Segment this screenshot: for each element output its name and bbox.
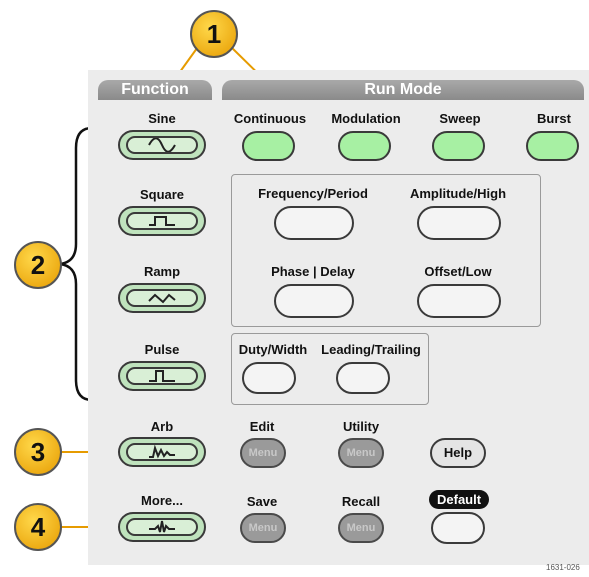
parameter-group: [231, 174, 541, 327]
figure-id: 1631-026: [546, 563, 580, 572]
modulation-label: Modulation: [331, 111, 401, 126]
offset-low-button[interactable]: [417, 284, 501, 318]
ramp-wave-icon: [148, 293, 176, 304]
edit-label: Edit: [249, 419, 275, 434]
frequency-period-button[interactable]: [274, 206, 354, 240]
more-waveforms-icon: [149, 520, 175, 533]
utility-menu-button[interactable]: Menu: [338, 438, 384, 468]
default-label: Default: [429, 490, 490, 509]
more-label: More...: [141, 493, 183, 508]
callout-2: 2: [14, 241, 62, 289]
save-label: Save: [246, 494, 278, 509]
function-header: Function: [98, 80, 212, 100]
square-wave-icon: [149, 216, 175, 226]
continuous-label: Continuous: [233, 111, 307, 126]
pulse-button[interactable]: [118, 361, 206, 391]
save-menu-button[interactable]: Menu: [240, 513, 286, 543]
leading-trailing-label: Leading/Trailing: [321, 342, 421, 357]
leading-trailing-button[interactable]: [336, 362, 390, 394]
pulse-parameter-group: [231, 333, 429, 405]
recall-label: Recall: [341, 494, 381, 509]
default-button[interactable]: [431, 512, 485, 544]
amplitude-high-button[interactable]: [417, 206, 501, 240]
arb-button[interactable]: [118, 437, 206, 467]
arbitrary-wave-icon: [149, 445, 175, 459]
recall-menu-button[interactable]: Menu: [338, 513, 384, 543]
pulse-wave-icon: [149, 370, 175, 382]
ramp-button[interactable]: [118, 283, 206, 313]
continuous-button[interactable]: [242, 131, 295, 161]
edit-menu-button[interactable]: Menu: [240, 438, 286, 468]
help-button[interactable]: Help: [430, 438, 486, 468]
callout-3: 3: [14, 428, 62, 476]
offset-low-label: Offset/Low: [424, 264, 492, 279]
sweep-label: Sweep: [439, 111, 481, 126]
duty-width-label: Duty/Width: [238, 342, 308, 357]
square-button[interactable]: [118, 206, 206, 236]
burst-button[interactable]: [526, 131, 579, 161]
amplitude-high-label: Amplitude/High: [409, 186, 507, 201]
phase-delay-label: Phase | Delay: [271, 264, 355, 279]
duty-width-button[interactable]: [242, 362, 296, 394]
sine-wave-icon: [148, 138, 176, 152]
sine-button[interactable]: [118, 130, 206, 160]
utility-label: Utility: [342, 419, 380, 434]
burst-label: Burst: [537, 111, 571, 126]
modulation-button[interactable]: [338, 131, 391, 161]
run-mode-header: Run Mode: [222, 80, 584, 100]
sweep-button[interactable]: [432, 131, 485, 161]
callout-4: 4: [14, 503, 62, 551]
ramp-label: Ramp: [143, 264, 181, 279]
callout-1: 1: [190, 10, 238, 58]
more-button[interactable]: [118, 512, 206, 542]
pulse-label: Pulse: [144, 342, 180, 357]
arb-label: Arb: [150, 419, 174, 434]
sine-label: Sine: [148, 111, 176, 126]
square-label: Square: [139, 187, 185, 202]
phase-delay-button[interactable]: [274, 284, 354, 318]
frequency-period-label: Frequency/Period: [258, 186, 368, 201]
